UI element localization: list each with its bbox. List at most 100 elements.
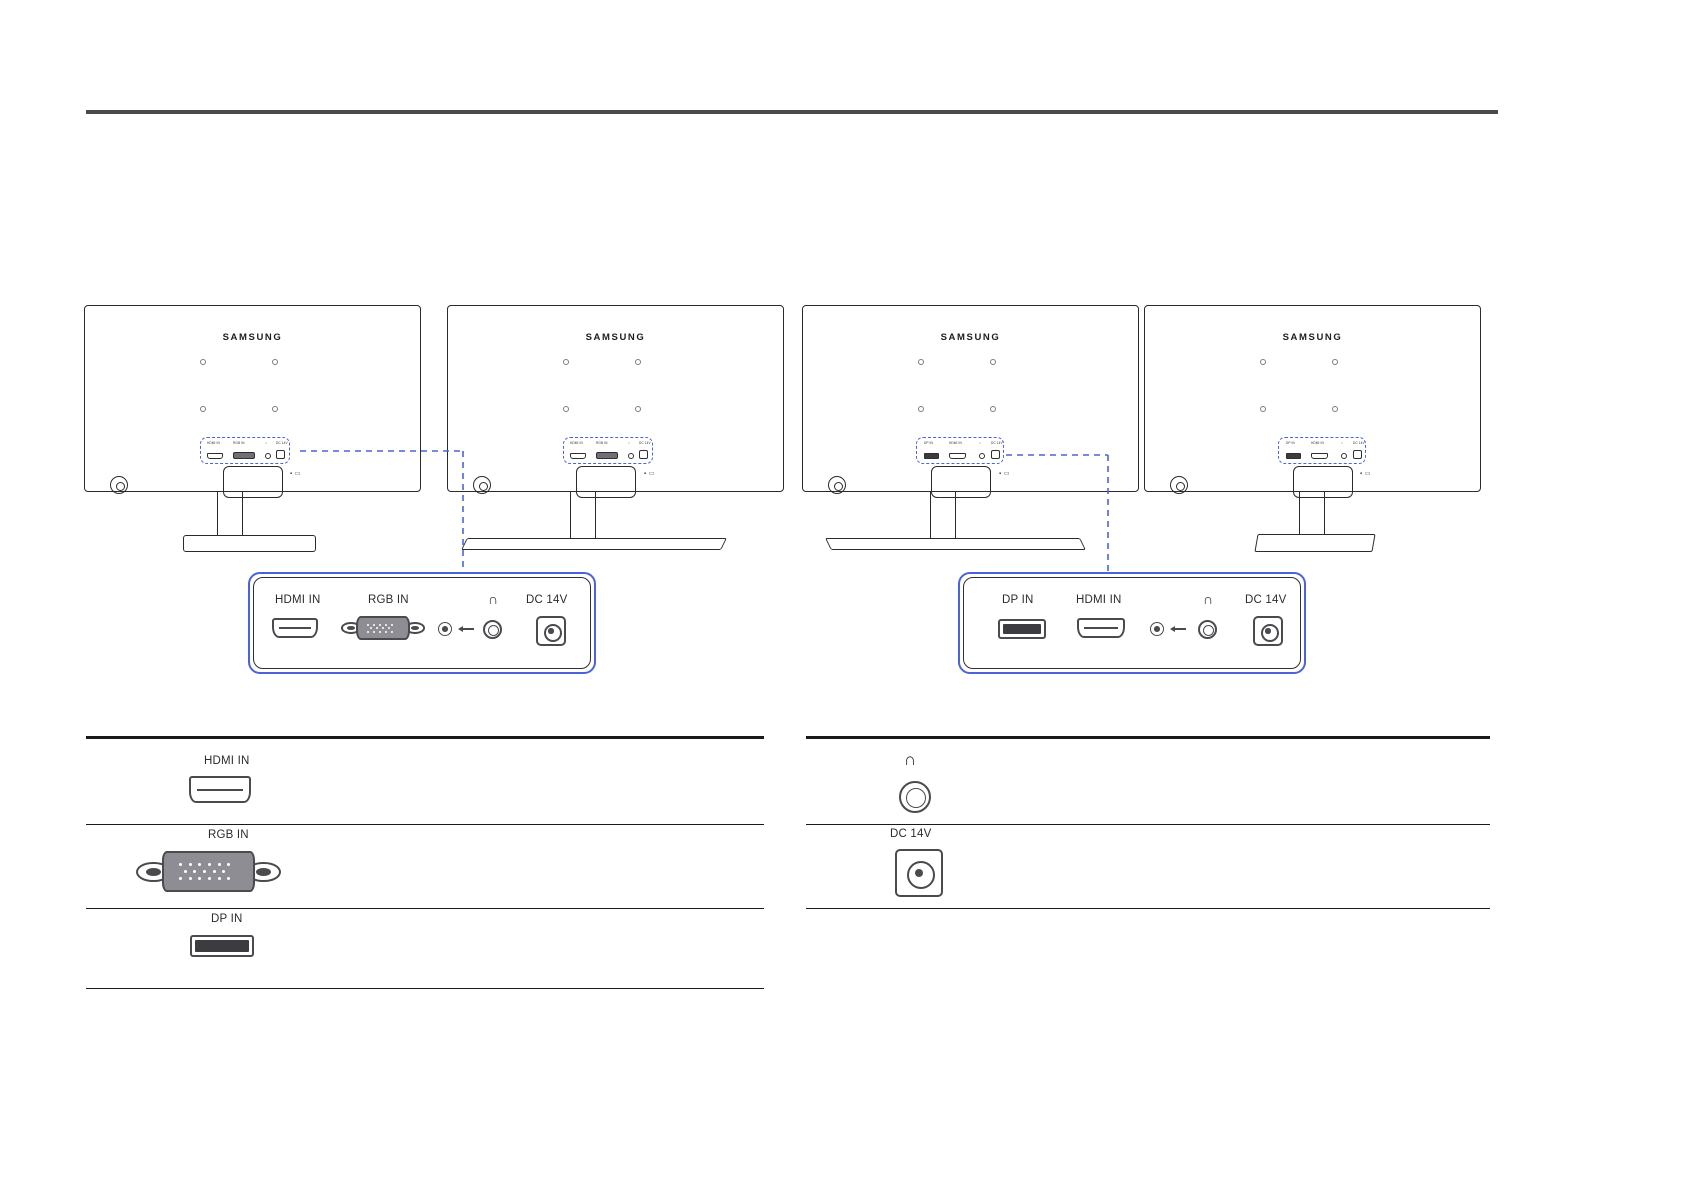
vga-pins: [366, 623, 400, 633]
samsung-logo: SAMSUNG: [940, 332, 1001, 343]
vesa-hole-icon: [563, 406, 569, 412]
panel-label-hdmi-in: HDMI IN: [275, 594, 321, 606]
mini-hdmi-port-icon: [570, 453, 586, 459]
headphone-port-icon[interactable]: [483, 620, 502, 639]
samsung-logo: SAMSUNG: [585, 332, 646, 343]
lock-circle-icon: [438, 622, 452, 636]
vesa-hole-icon: [635, 359, 641, 365]
legend-rule: [86, 988, 764, 990]
stand-base-3: [825, 538, 1086, 550]
dc-power-jack-icon: [895, 849, 943, 897]
mini-label-headphone: ∩: [979, 440, 982, 445]
joystick-button-icon[interactable]: [828, 476, 846, 494]
displayport-connector-icon: [190, 935, 254, 957]
dc-power-port-icon[interactable]: [536, 616, 566, 646]
panel-label-hdmi-in: HDMI IN: [1076, 594, 1122, 606]
monitor-rear-view-3: SAMSUNG DP IN HDMI IN ∩ DC 14V ▪ ▭: [802, 305, 1139, 498]
legend-label-headphone: ∩: [904, 750, 917, 769]
joystick-button-icon[interactable]: [473, 476, 491, 494]
mini-vga-port-icon: [233, 452, 255, 459]
monitor-rear-view-2: SAMSUNG HDMI IN RGB IN ∩ DC 14V ▪ ▭: [447, 305, 784, 498]
cable-hole: [1293, 466, 1353, 498]
vga-connector-icon: [136, 849, 281, 894]
joystick-button-icon[interactable]: [110, 476, 128, 494]
header-divider: [86, 110, 1498, 114]
mini-headphone-port-icon: [265, 453, 271, 459]
joystick-button-icon[interactable]: [1170, 476, 1188, 494]
port-callout-box-4: DP IN HDMI IN ∩ DC 14V: [1278, 437, 1366, 464]
mini-label-hdmi: HDMI IN: [570, 440, 583, 445]
panel-label-headphone: ∩: [488, 591, 499, 607]
dc-power-port-icon[interactable]: [1253, 616, 1283, 646]
monitor-rear-view-4: SAMSUNG DP IN HDMI IN ∩ DC 14V ▪ ▭: [1144, 305, 1481, 498]
arrow-left-icon: [458, 626, 474, 632]
hdmi-port-icon[interactable]: [272, 618, 318, 638]
vesa-hole-icon: [1332, 359, 1338, 365]
power-led-mark: ▪ ▭: [1360, 471, 1371, 477]
legend-rule: [806, 736, 1490, 739]
mini-headphone-port-icon: [979, 453, 985, 459]
vesa-hole-icon: [990, 406, 996, 412]
legend-rule: [806, 824, 1490, 826]
vga-body: [162, 850, 255, 893]
mini-label-headphone: ∩: [1341, 440, 1344, 445]
port-panel-right: DP IN HDMI IN ∩ DC 14V: [958, 572, 1306, 674]
vesa-hole-icon: [272, 406, 278, 412]
panel-label-dp-in: DP IN: [1002, 594, 1034, 606]
displayport-port-icon[interactable]: [998, 619, 1046, 639]
mini-label-headphone: ∩: [265, 440, 268, 445]
port-callout-box-2: HDMI IN RGB IN ∩ DC 14V: [563, 437, 653, 464]
power-led-mark: ▪ ▭: [290, 471, 301, 477]
vga-body: [356, 616, 410, 640]
vga-pins: [178, 862, 238, 881]
mini-label-dc: DC 14V: [991, 440, 1003, 445]
hdmi-port-icon[interactable]: [1077, 618, 1125, 638]
vga-port-icon[interactable]: [341, 615, 425, 641]
connector-legend-right: ∩ DC 14V: [806, 736, 1490, 916]
vesa-hole-icon: [990, 359, 996, 365]
mini-dp-port-icon: [924, 453, 939, 459]
mini-label-dc: DC 14V: [1353, 440, 1365, 445]
panel-label-dc-14v: DC 14V: [1245, 594, 1287, 606]
mini-label-hdmi: HDMI IN: [1311, 440, 1324, 445]
headphone-port-icon[interactable]: [1198, 620, 1217, 639]
stand-neck-1: [217, 492, 243, 547]
mini-dc-port-icon: [1353, 450, 1362, 459]
port-panel-left-inner: [253, 577, 591, 669]
mini-dp-port-icon: [1286, 453, 1301, 459]
legend-label-dp-in: DP IN: [211, 913, 243, 925]
mini-hdmi-port-icon: [207, 453, 223, 459]
cable-hole: [223, 466, 283, 498]
vesa-hole-icon: [918, 359, 924, 365]
stand-neck-3: [930, 492, 956, 544]
legend-rule: [86, 824, 764, 826]
panel-label-dc-14v: DC 14V: [526, 594, 568, 606]
mini-dc-port-icon: [276, 450, 285, 459]
vesa-hole-icon: [1260, 359, 1266, 365]
port-callout-box-3: DP IN HDMI IN ∩ DC 14V: [916, 437, 1004, 464]
panel-label-rgb-in: RGB IN: [368, 594, 409, 606]
monitor-rear-view-1: SAMSUNG HDMI IN RGB IN ∩ DC 14V ▪ ▭: [84, 305, 421, 498]
legend-rule: [806, 908, 1490, 910]
mini-label-rgb: RGB IN: [233, 440, 245, 445]
mini-headphone-port-icon: [1341, 453, 1347, 459]
port-panel-right-inner: [963, 577, 1301, 669]
mini-label-hdmi: HDMI IN: [949, 440, 962, 445]
legend-label-hdmi-in: HDMI IN: [204, 755, 250, 767]
headphone-jack-icon: [899, 781, 931, 813]
connector-legend-left: HDMI IN RGB IN DP IN: [86, 736, 764, 1000]
vesa-hole-icon: [200, 359, 206, 365]
vesa-hole-icon: [200, 406, 206, 412]
mini-vga-port-icon: [596, 452, 618, 459]
legend-label-rgb-in: RGB IN: [208, 829, 249, 841]
mini-label-dp: DP IN: [1286, 440, 1295, 445]
legend-rule: [86, 908, 764, 910]
stand-base-4: [1254, 534, 1376, 552]
mini-hdmi-port-icon: [949, 453, 966, 459]
samsung-logo: SAMSUNG: [1282, 332, 1343, 343]
mini-dc-port-icon: [639, 450, 648, 459]
vesa-hole-icon: [1260, 406, 1266, 412]
legend-label-dc-14v: DC 14V: [890, 828, 932, 840]
mini-headphone-port-icon: [628, 453, 634, 459]
